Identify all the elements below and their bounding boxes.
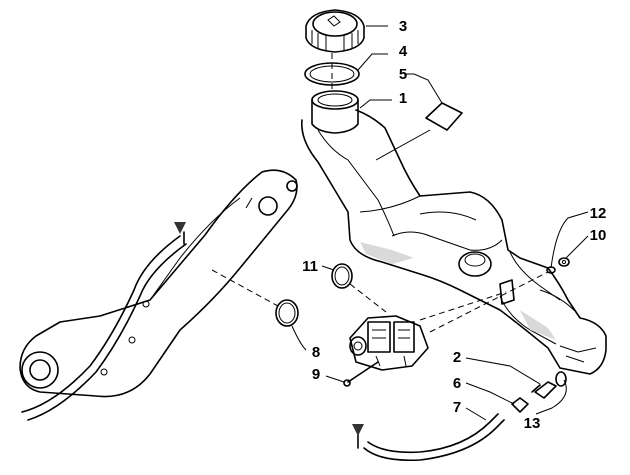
hose-clamp-fitting (511, 397, 529, 413)
screw (343, 361, 379, 387)
arrow-marker-icon (174, 222, 186, 234)
fuel-tank (301, 90, 607, 375)
o-ring (555, 371, 567, 387)
arrow-marker-icon (352, 424, 364, 436)
decal (425, 102, 463, 131)
assembly-line (419, 291, 507, 321)
callout-2: 2 (453, 349, 461, 366)
callout-8: 8 (312, 344, 320, 361)
fuel-pump (349, 315, 429, 371)
callout-7: 7 (453, 399, 461, 416)
callout-12: 12 (590, 205, 607, 222)
callout-9: 9 (312, 366, 320, 383)
callout-11: 11 (302, 258, 318, 275)
assembly-line (349, 283, 387, 313)
frame-bracket (19, 169, 298, 398)
fuel-hose (357, 413, 505, 462)
fuel-fitting (531, 381, 557, 399)
callout-6: 6 (453, 375, 461, 392)
assembly-line (429, 271, 549, 333)
hose-clamp-upper (331, 263, 353, 289)
nut (558, 257, 570, 267)
leader-lines (291, 25, 589, 421)
callout-4: 4 (399, 43, 408, 60)
callout-13: 13 (524, 415, 541, 432)
hose-clamp-lower (275, 299, 299, 327)
callout-1: 1 (399, 90, 407, 107)
callout-5: 5 (399, 66, 407, 83)
fuel-cap (305, 9, 365, 53)
callout-10: 10 (590, 227, 607, 244)
assembly-line (211, 269, 279, 307)
callout-3: 3 (399, 18, 407, 35)
vent-hose (21, 231, 187, 421)
